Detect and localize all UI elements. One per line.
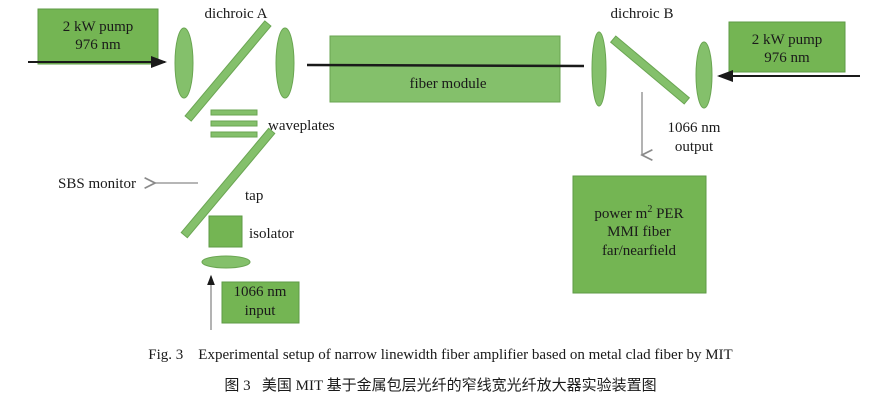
- fiber-module-label: fiber module: [409, 76, 486, 92]
- lens-b1: [591, 31, 607, 107]
- diagnostics-line3: far/nearfield: [602, 243, 677, 259]
- fiber-module-box: [329, 35, 561, 103]
- input-line1: 1066 nm: [234, 284, 287, 300]
- pump-left-line2: 976 nm: [75, 37, 121, 53]
- input-lens: [201, 255, 251, 269]
- pump-right-line1: 2 kW pump: [752, 32, 823, 48]
- isolator-label: isolator: [249, 226, 294, 242]
- lens-b2: [695, 41, 713, 109]
- waveplate-1: [210, 109, 258, 116]
- pump-box-left: [37, 8, 159, 65]
- lens-a2: [275, 27, 295, 99]
- tap-plate: [180, 127, 276, 239]
- dichroic-b-label: dichroic B: [611, 6, 674, 22]
- input-line2: input: [245, 303, 277, 319]
- output-line2: output: [675, 139, 714, 155]
- waveplates-label: waveplates: [268, 118, 335, 134]
- diagnostics-line2: MMI fiber: [607, 224, 671, 240]
- waveplate-3: [210, 131, 258, 138]
- sbs-monitor-label: SBS monitor: [58, 176, 136, 192]
- caption-english: Fig. 3 Experimental setup of narrow line…: [148, 347, 733, 363]
- dichroic-b-plate: [609, 35, 691, 105]
- pump-right-line2: 976 nm: [764, 50, 810, 66]
- pump-box-right: [728, 21, 846, 73]
- output-line1: 1066 nm: [668, 120, 721, 136]
- diagnostics-line1: power m2 PER: [594, 204, 683, 222]
- tap-label: tap: [245, 188, 263, 204]
- diagnostics-box: [572, 175, 707, 294]
- lens-a1: [174, 27, 194, 99]
- caption-chinese: 图 3 美国 MIT 基于金属包层光纤的窄线宽光纤放大器实验装置图: [224, 378, 657, 394]
- pump-left-line1: 2 kW pump: [63, 19, 134, 35]
- dichroic-a-label: dichroic A: [205, 6, 268, 22]
- dichroic-a-plate: [184, 20, 272, 122]
- isolator-block: [208, 215, 243, 248]
- input-box: [221, 281, 300, 324]
- waveplate-2: [210, 120, 258, 127]
- fiber-line: [306, 63, 585, 68]
